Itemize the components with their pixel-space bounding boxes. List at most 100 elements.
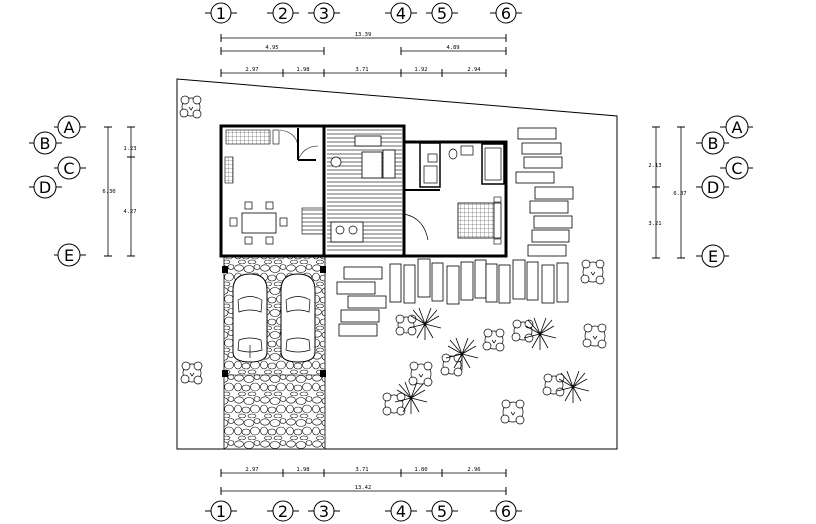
dim-segment: 1.98 <box>296 467 309 473</box>
bed <box>457 196 502 245</box>
grid-bubble-D-right: D <box>696 175 729 199</box>
dim-segment: 1.80 <box>414 467 427 473</box>
shrub-icon <box>580 259 605 285</box>
palm-icon <box>408 307 442 340</box>
bathroom-1 <box>419 142 441 188</box>
grid-label: 5 <box>437 4 447 23</box>
shrub-icon <box>408 361 433 387</box>
grid-label: 4 <box>396 502 406 521</box>
dim-segment: 2.97 <box>245 67 258 73</box>
grid-bubble-2-bottom: 2 <box>267 500 299 522</box>
shrub-icon <box>440 353 463 377</box>
grid-label: 3 <box>319 4 329 23</box>
grid-bubble-B-left: B <box>29 131 62 155</box>
grid-label: E <box>708 247 718 266</box>
dim-segment: 3.71 <box>355 67 368 73</box>
shrub-icon <box>582 323 607 349</box>
grid-bubble-3-top: 3 <box>308 2 340 24</box>
grid-bubbles-right: A B C D E <box>696 115 753 268</box>
car-right <box>280 273 316 363</box>
site-boundary <box>176 78 618 450</box>
dim-left-segment: 4.27 <box>123 209 136 215</box>
dining-table <box>229 201 288 245</box>
grid-bubble-E-left: E <box>54 243 86 267</box>
palms <box>394 307 590 414</box>
grid-label: B <box>40 134 51 153</box>
dim-right-segment: 2.13 <box>648 163 661 169</box>
grid-label: 3 <box>319 502 329 521</box>
grid-bubble-1-bottom: 1 <box>205 500 237 522</box>
grid-label: D <box>39 178 51 197</box>
living-furniture <box>330 135 396 243</box>
car-left <box>232 273 268 363</box>
dim-right-total: 6.37 <box>673 191 686 197</box>
palm-icon <box>394 381 428 414</box>
grid-label: 1 <box>216 4 226 23</box>
dim-segment: 2.97 <box>245 467 258 473</box>
grid-bubble-D-left: D <box>29 175 62 199</box>
left-dimensions: 6.30 1.23 4.27 <box>102 126 137 257</box>
grid-label: A <box>64 118 75 137</box>
grid-bubbles-bottom: 1 2 3 4 5 6 <box>205 500 522 522</box>
shrub-icon <box>382 392 406 416</box>
grid-bubble-4-bottom: 4 <box>385 500 417 522</box>
shrub-icon <box>542 373 565 397</box>
grid-label: B <box>708 134 719 153</box>
stepping-stones-right <box>515 127 574 257</box>
grid-bubble-C-right: C <box>720 156 753 180</box>
shrub-icon <box>395 314 417 336</box>
grid-bubble-3-bottom: 3 <box>308 500 340 522</box>
dim-partial-right: 4.89 <box>446 45 459 51</box>
grid-label: 2 <box>278 4 288 23</box>
plants <box>179 95 607 425</box>
shrub-icon <box>482 328 505 352</box>
grid-bubbles-left: A B C D E <box>29 115 86 267</box>
dim-segment: 1.98 <box>296 67 309 73</box>
grid-bubble-4-top: 4 <box>385 2 417 24</box>
grid-label: 1 <box>216 502 226 521</box>
shrub-icon <box>180 361 203 385</box>
grid-label: 2 <box>278 502 288 521</box>
grid-bubble-5-bottom: 5 <box>426 500 458 522</box>
stepping-stones-front <box>389 258 569 305</box>
dim-overall: 13.42 <box>355 485 372 491</box>
grid-label: E <box>64 246 74 265</box>
grid-label: C <box>63 159 74 178</box>
top-dimensions: 13.39 4.95 4.89 2.97 1.98 3.71 1.92 2.94 <box>220 32 507 77</box>
right-dimensions: 2.13 3.21 6.37 <box>648 126 687 259</box>
grid-bubble-2-top: 2 <box>267 2 299 24</box>
stairs <box>301 207 325 235</box>
dim-partial-left: 4.95 <box>265 45 278 51</box>
dim-left-segment: 1.23 <box>123 146 136 152</box>
grid-bubble-6-top: 6 <box>490 2 522 24</box>
dim-left-total: 6.30 <box>102 189 115 195</box>
dim-segment: 2.94 <box>467 67 481 73</box>
grid-bubble-6-bottom: 6 <box>490 500 522 522</box>
stepping-stones-left <box>336 266 387 337</box>
grid-label: A <box>732 118 743 137</box>
grid-bubble-1-top: 1 <box>205 2 237 24</box>
grid-bubble-A-right: A <box>720 115 753 139</box>
bathroom-2 <box>448 143 505 185</box>
shrub-icon <box>179 95 202 119</box>
house <box>219 124 508 258</box>
palm-icon <box>523 317 557 350</box>
grid-bubbles-top: 1 2 3 4 5 6 <box>205 2 522 24</box>
palm-icon <box>445 337 479 370</box>
grid-label: D <box>707 178 719 197</box>
dim-segment: 3.71 <box>355 467 368 473</box>
dim-segment: 1.92 <box>414 67 427 73</box>
grid-bubble-E-right: E <box>696 244 729 268</box>
shrub-icon <box>500 399 525 425</box>
grid-label: 5 <box>437 502 447 521</box>
shrub-icon <box>511 319 534 343</box>
grid-bubble-C-left: C <box>54 156 86 180</box>
dim-overall: 13.39 <box>355 32 372 38</box>
grid-label: 4 <box>396 4 406 23</box>
kitchen-counter <box>224 129 280 184</box>
grid-label: C <box>731 159 742 178</box>
grid-bubble-A-left: A <box>54 115 86 139</box>
dim-segment: 2.96 <box>467 467 480 473</box>
grid-bubble-5-top: 5 <box>426 2 458 24</box>
